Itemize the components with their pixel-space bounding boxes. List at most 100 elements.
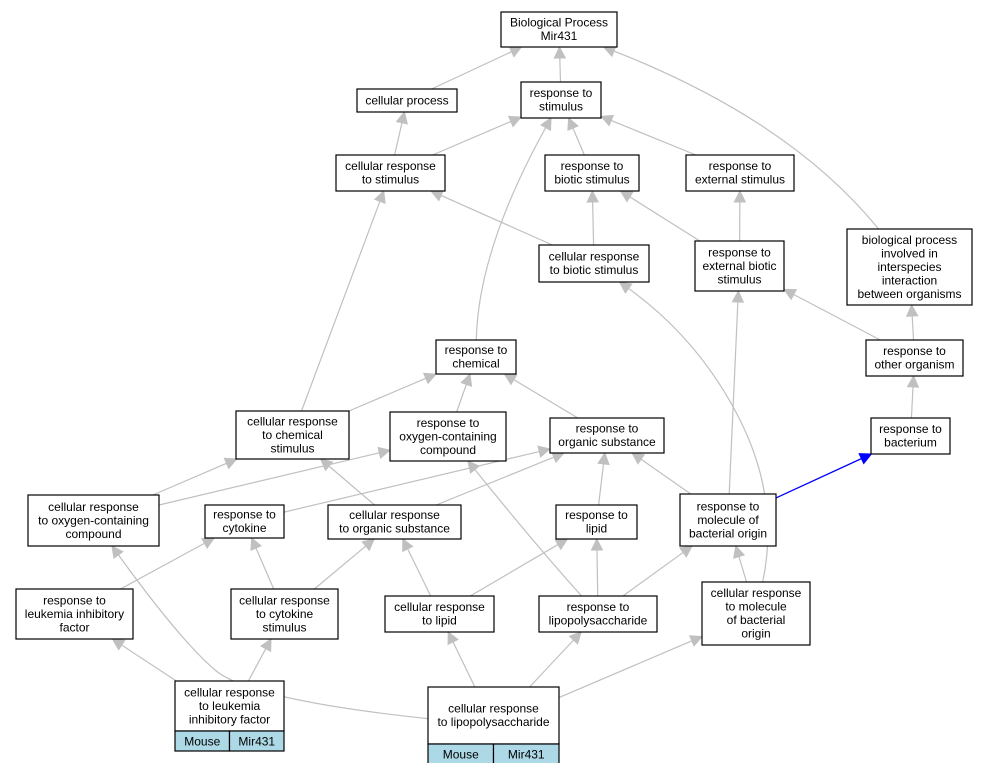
arrowhead-crlps-to-crocc	[111, 545, 124, 560]
species-cell: Mouse	[427, 743, 495, 763]
arrowhead-ros-to-rc	[503, 373, 518, 386]
gene-cell: Mir431	[228, 730, 285, 752]
arrowhead-rl-to-ros	[597, 451, 610, 466]
edge-crs-to-cp	[394, 122, 403, 156]
node-label-line: response to	[561, 159, 624, 173]
node-label-line: biotic stimulus	[554, 173, 629, 187]
node-label-line: to molecule	[725, 600, 787, 614]
node-label-line: to chemical	[262, 428, 323, 442]
arrowhead-crbs-to-rbs	[586, 189, 599, 203]
edge-ros-to-rc	[513, 379, 579, 419]
node-label-line: inhibitory factor	[189, 712, 270, 726]
edge-rlps-to-rocc	[474, 469, 583, 597]
node-label-line: oxygen-containing	[399, 429, 496, 443]
node-label-line: to lipopolysaccharide	[437, 715, 549, 729]
edge-crlps-to-crl	[452, 641, 476, 688]
edge-cros-to-crcs	[328, 465, 375, 506]
node-label-line: cellular response	[394, 600, 485, 614]
node-label-line: to lipid	[422, 614, 457, 628]
edge-crl-to-cros	[407, 548, 432, 597]
node-label-line: response to	[708, 245, 771, 259]
cell-label: Mouse	[443, 748, 479, 762]
edge-rebs-to-rbs	[629, 196, 701, 242]
node-box	[555, 504, 638, 540]
node-label-line: bacterial origin	[689, 526, 767, 540]
node-box	[679, 493, 777, 547]
arrowhead-rb-to-roo	[906, 374, 920, 388]
node-label-line: biological process	[862, 233, 957, 247]
edge-crs-to-rs	[432, 120, 512, 156]
node-label-line: lipid	[586, 522, 607, 536]
node-box	[694, 240, 785, 292]
node-label-line: response to	[445, 343, 508, 357]
node-label-line: cytokine	[222, 521, 266, 535]
arrowhead-rlps-to-rmbo	[679, 545, 693, 558]
node-box	[230, 588, 339, 640]
edge-roo-to-rebs	[793, 293, 881, 341]
arrowhead-crs-to-cp	[395, 110, 408, 125]
node-label-line: involved in	[881, 246, 938, 260]
node-label-line: leukemia inhibitory	[25, 607, 124, 621]
edge-crlps-to-crmbo	[558, 640, 693, 699]
edge-res-to-rs	[610, 119, 697, 156]
edge-rlps-to-rmbo	[622, 551, 684, 597]
cell-label: Mouse	[184, 735, 220, 749]
cell-label: Mir431	[238, 735, 275, 749]
node-label-line: cellular response	[239, 593, 330, 607]
go-term-node-cp[interactable]: cellular process	[356, 88, 458, 113]
node-box	[538, 595, 658, 633]
arrowhead-crlif-to-crcy	[260, 638, 272, 653]
node-label-line: between organisms	[857, 287, 961, 301]
cell-box	[492, 743, 560, 763]
arrowhead-crlif-to-rlif	[111, 638, 126, 651]
edge-crlif-to-crcy	[247, 648, 267, 682]
node-label-line: response to	[213, 508, 276, 522]
node-box	[335, 154, 446, 192]
node-box	[870, 417, 951, 455]
node-label-line: cellular response	[549, 250, 640, 264]
node-box	[27, 494, 160, 547]
node-label-line: stimulus	[539, 100, 583, 114]
node-label-line: stimulus	[262, 620, 306, 634]
node-label-line: origin	[741, 627, 770, 641]
edge-rs-to-bp	[559, 57, 562, 83]
arrowhead-rs-to-bp	[553, 45, 567, 59]
edge-rlif-to-rcy	[120, 542, 205, 590]
node-label-line: stimulus	[717, 272, 761, 286]
arrowhead-roo-to-rebs	[783, 288, 798, 301]
arrowhead-crlps-to-crl	[447, 630, 459, 646]
arrowhead-crcy-to-cros	[361, 538, 376, 552]
edge-rmbo-to-rebs	[728, 301, 739, 495]
edge-rb-to-roo	[910, 386, 914, 419]
node-label-line: bacterium	[884, 436, 937, 450]
node-label-line: response to	[697, 499, 760, 513]
edge-rc-to-rs	[475, 127, 547, 341]
